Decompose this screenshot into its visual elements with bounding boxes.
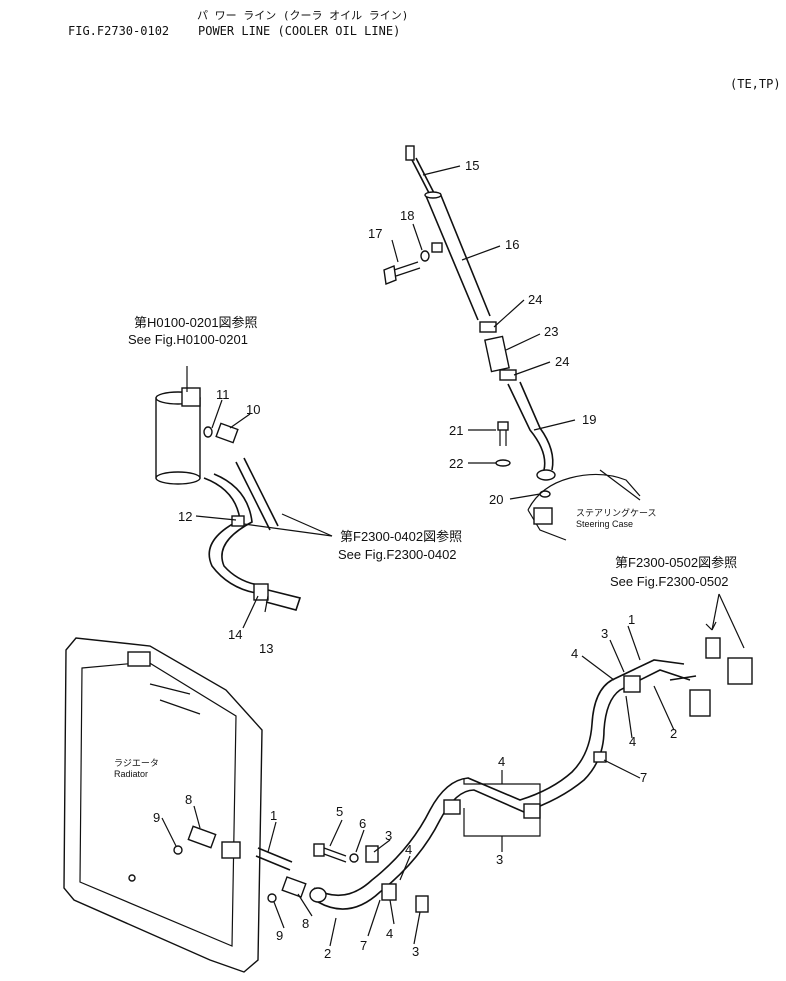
- filter-assembly: [155, 387, 302, 611]
- ref-f2300-0402: See Fig.F2300-0402: [338, 547, 457, 562]
- part-number-label: 6: [359, 816, 366, 831]
- variant-code: (TE,TP): [730, 77, 781, 91]
- part-number-label: 17: [368, 226, 382, 241]
- ref-f2300-0402-jp: 第F2300-0402図参照: [340, 529, 462, 544]
- leaders-top: [391, 165, 576, 500]
- radiator-label: Radiator: [114, 769, 148, 779]
- part-number-label: 4: [386, 926, 393, 941]
- ref-h0100: See Fig.H0100-0201: [128, 332, 248, 347]
- ref-h0100-jp: 第H0100-0201図参照: [134, 315, 258, 330]
- part-number-label: 2: [324, 946, 331, 961]
- figure-title: POWER LINE (COOLER OIL LINE): [198, 24, 401, 38]
- radiator: [63, 637, 263, 973]
- part-number-label: 19: [582, 412, 596, 427]
- part-number-label: 22: [449, 456, 463, 471]
- part-number-label: 15: [465, 158, 479, 173]
- part-number-label: 24: [528, 292, 542, 307]
- figure-id: FIG.F2730-0102: [68, 24, 170, 38]
- ref-f2300-0502: See Fig.F2300-0502: [610, 574, 729, 589]
- part-number-label: 4: [571, 646, 578, 661]
- part-number-label: 4: [498, 754, 505, 769]
- part-number-label: 8: [302, 916, 309, 931]
- part-number-label: 9: [153, 810, 160, 825]
- part-number-label: 1: [628, 612, 635, 627]
- steering-case-label-jp: ステアリングケース: [576, 507, 657, 518]
- leaders-filter: [186, 366, 745, 649]
- title-japanese: パ ワー ライン (クーラ オイル ライン): [197, 9, 409, 22]
- leaders-bottom: [161, 625, 675, 947]
- steering-case-label: Steering Case: [576, 519, 633, 529]
- part-number-label: 3: [385, 828, 392, 843]
- part-number-label: 18: [400, 208, 414, 223]
- part-number-label: 2: [670, 726, 677, 741]
- part-number-label: 3: [412, 944, 419, 959]
- part-number-label: 16: [505, 237, 519, 252]
- part-number-label: 3: [496, 852, 503, 867]
- radiator-label-jp: ラジエータ: [114, 758, 159, 768]
- part-number-label: 7: [360, 938, 367, 953]
- part-number-label: 4: [405, 842, 412, 857]
- part-number-label: 7: [640, 770, 647, 785]
- part-number-label: 11: [216, 387, 230, 402]
- part-number-label: 9: [276, 928, 283, 943]
- dipstick-assembly: [383, 145, 641, 541]
- part-number-label: 23: [544, 324, 558, 339]
- part-number-label: 3: [601, 626, 608, 641]
- part-number-label: 10: [246, 402, 260, 417]
- part-number-label: 12: [178, 509, 192, 524]
- part-number-label: 20: [489, 492, 503, 507]
- part-number-label: 24: [555, 354, 569, 369]
- part-number-label: 4: [629, 734, 636, 749]
- part-number-label: 8: [185, 792, 192, 807]
- part-number-label: 13: [259, 641, 273, 656]
- part-number-label: 21: [449, 423, 463, 438]
- part-number-label: 5: [336, 804, 343, 819]
- part-number-label: 1: [270, 808, 277, 823]
- part-number-label: 14: [228, 627, 242, 642]
- ref-f2300-0502-jp: 第F2300-0502図参照: [615, 555, 737, 570]
